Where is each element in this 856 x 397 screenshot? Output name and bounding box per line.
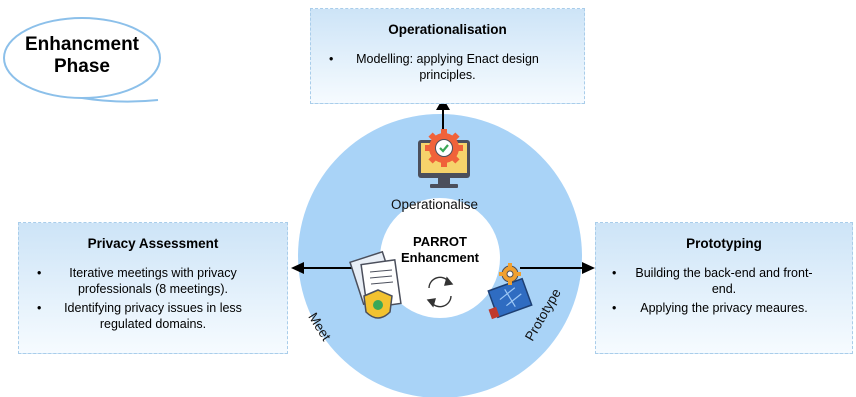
phase-line-1: Enhancment [24,34,140,55]
box-privacy-assessment: Privacy Assessment • Iterative meetings … [18,222,288,354]
arrow-up [436,98,450,132]
item-line-1: Identifying privacy issues in less [64,301,242,315]
list-item: • Identifying privacy issues in less reg… [37,300,269,332]
center-title: PARROT Enhancment [390,234,490,266]
inner-circle [380,198,500,318]
gear-monitor-icon [418,129,470,188]
item-line-1: Building the back-end and front- [635,266,813,280]
list-item: • Iterative meetings with privacy profes… [37,265,269,297]
box-prototyping: Prototyping • Building the back-end and … [595,222,853,354]
item-line-2: regulated domains. [99,317,207,331]
documents-shield-icon [349,250,402,319]
item-line-2: principles. [419,68,476,82]
item-line-2: professionals (8 meetings). [77,282,229,296]
phase-line-2: Phase [54,56,110,77]
item-line-1: Applying the privacy meaures. [640,301,808,315]
arrow-right [520,262,595,274]
center-title-line-2: Enhancment [400,250,479,265]
item-line-2: end. [711,282,737,296]
blueprint-gear-icon [487,263,533,320]
box-operationalisation: Operationalisation • Modelling: applying… [310,8,585,104]
box-title: Privacy Assessment [87,236,219,251]
item-line-1: Iterative meetings with privacy [69,266,237,280]
center-title-line-1: PARROT [413,234,467,249]
list-item: • Building the back-end and front- end. [612,265,836,297]
ring-label-operationalise: Operationalise [391,197,479,212]
box-title: Operationalisation [388,22,507,37]
box-title: Prototyping [686,236,762,251]
phase-bubble [3,17,161,103]
list-item: • Applying the privacy meaures. [612,300,836,316]
item-line-1: Modelling: applying Enact design [356,52,539,66]
list-item: • Modelling: applying Enact design princ… [329,51,566,83]
phase-label: Enhancment Phase [6,34,158,78]
cycle-arrows-icon [426,276,454,308]
